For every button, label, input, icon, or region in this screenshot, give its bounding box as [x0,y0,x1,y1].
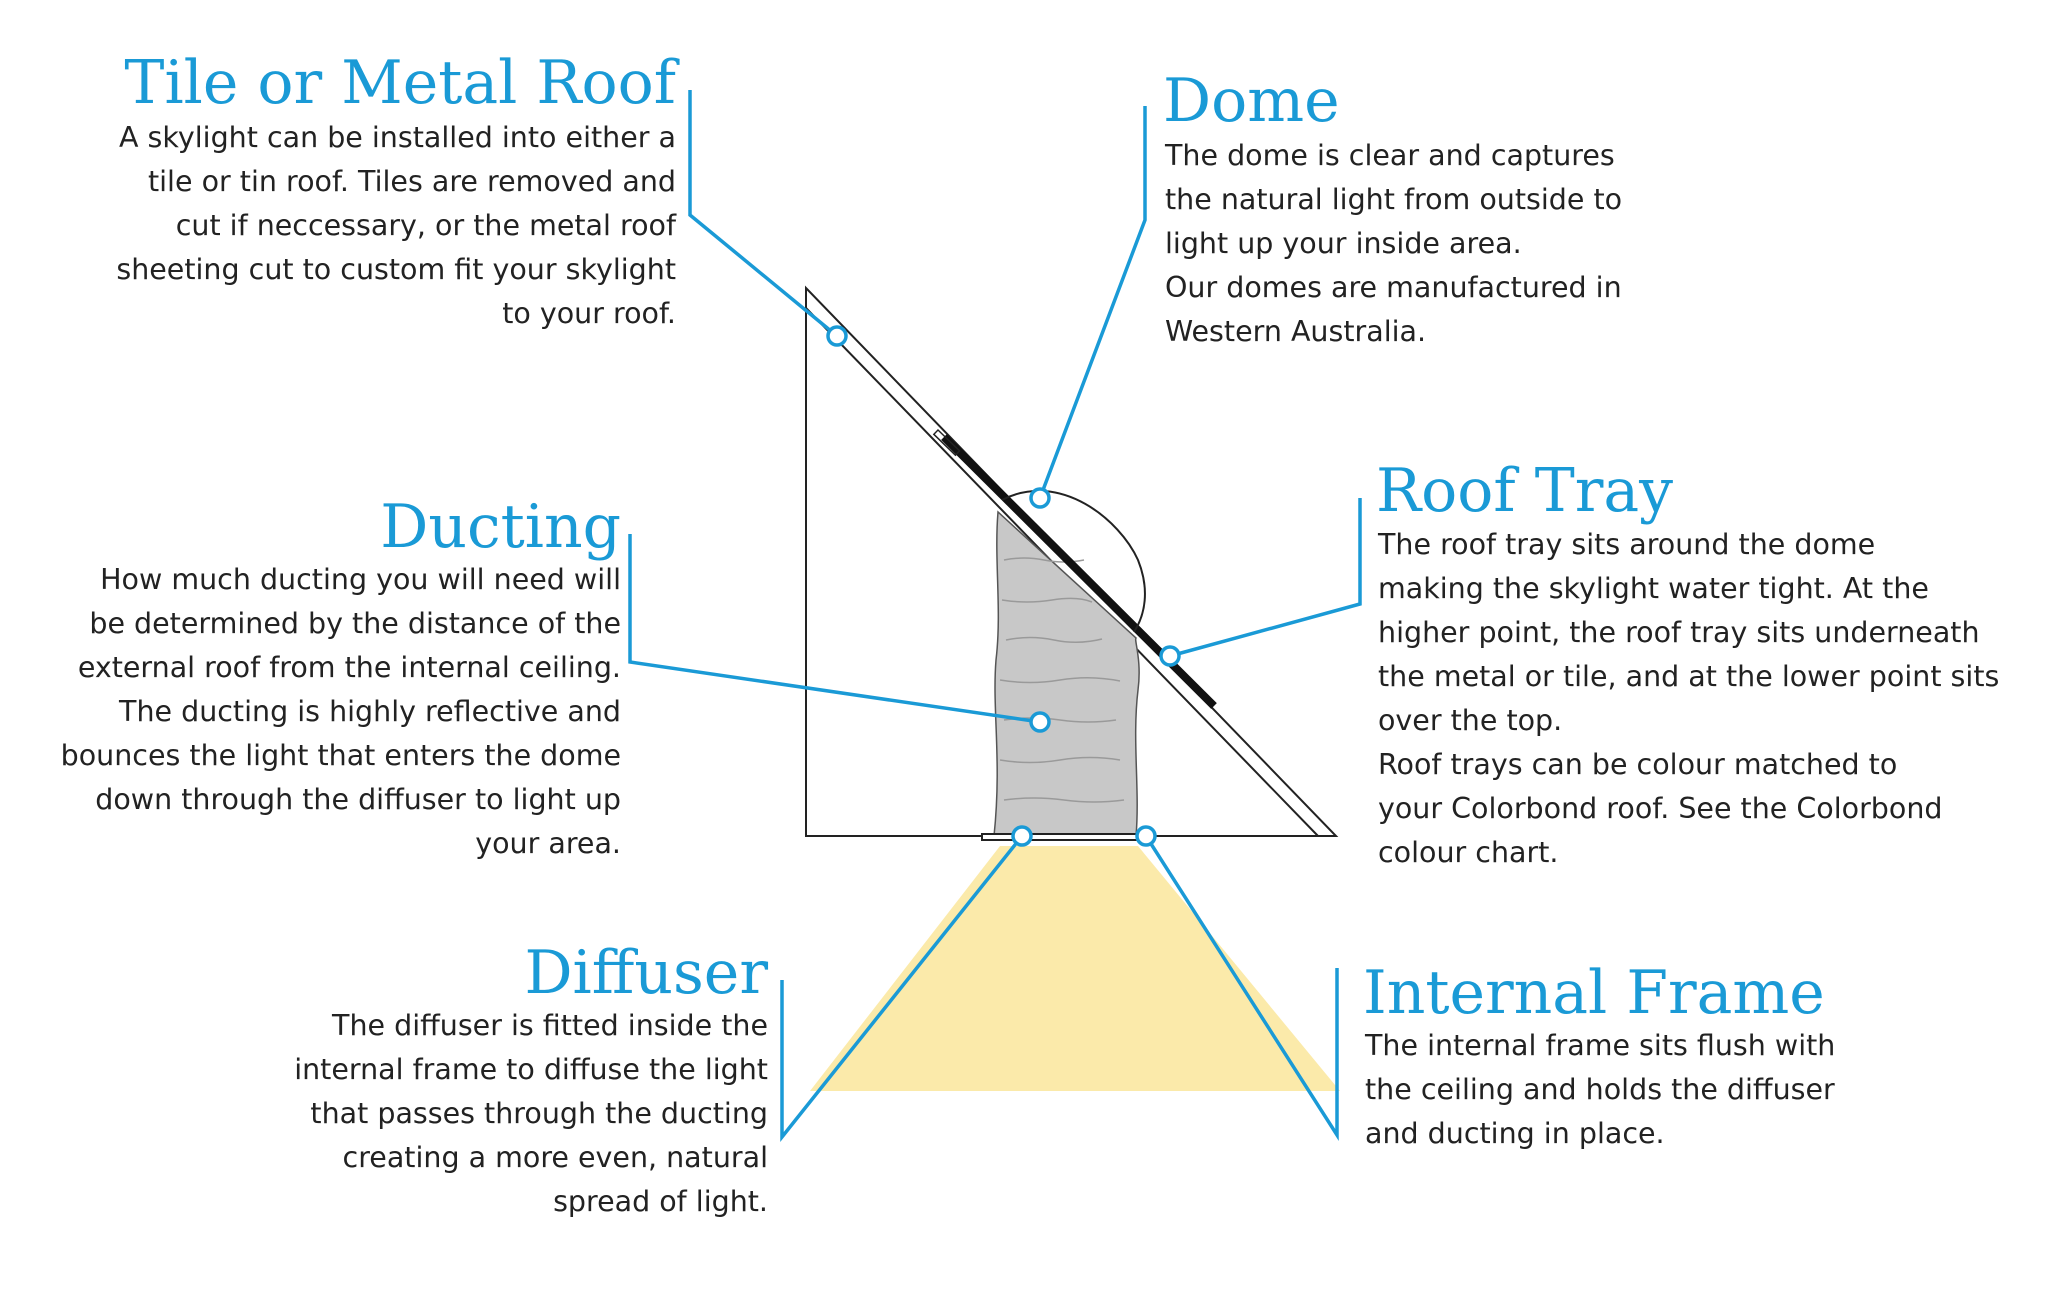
ducting-description: How much ducting you will need will be d… [61,558,621,866]
dome-line: The dome is clear and captures [1165,139,1615,172]
ducting-line: external roof from the internal ceiling. [77,651,621,684]
ducting-line: down through the diffuser to light up [95,783,621,816]
leader-line-diffuser [780,834,1024,1143]
internal-frame-line: the ceiling and holds the diffuser [1365,1073,1835,1106]
ducting-line: be determined by the distance of the [89,607,621,640]
marker-tile-roof [826,325,848,347]
marker-ducting [1029,711,1051,733]
dome-line: light up your inside area. [1165,227,1522,260]
tile-roof-line: to your roof. [502,297,676,330]
tile-roof-line: sheeting cut to custom fit your skylight [116,253,676,286]
diffuser-line: creating a more even, natural [342,1141,768,1174]
tile-roof-line: A skylight can be installed into either … [118,121,676,154]
diffuser-line: The diffuser is fitted inside the [332,1009,768,1042]
ducting-line: The ducting is highly reflective and [119,695,621,728]
leader-line-internal-frame [1144,835,1339,1141]
ducting-line: How much ducting you will need will [100,563,621,596]
diffuser-title: Diffuser [524,938,768,1008]
dome-line: Western Australia. [1165,315,1427,348]
roof-tray-title: Roof Tray [1376,456,1674,526]
marker-roof-tray [1159,645,1181,667]
ducting-tube [993,510,1140,837]
marker-dome [1029,487,1051,509]
roof-tray-line: the metal or tile, and at the lower poin… [1378,660,2000,693]
diffuser-line: that passes through the ducting [310,1097,768,1130]
internal-frame-description: The internal frame sits flush with the c… [1365,1024,1835,1156]
light-beam [810,846,1340,1091]
marker-internal-frame [1135,825,1157,847]
dome-line: Our domes are manufactured in [1165,271,1622,304]
leader-line-ducting [628,534,1041,724]
leader-line-roof-tray [1169,498,1362,658]
tile-roof-line: tile or tin roof. Tiles are removed and [147,165,676,198]
internal-frame-title: Internal Frame [1363,958,1825,1028]
dome-title: Dome [1163,66,1340,136]
tile-roof-description: A skylight can be installed into either … [116,116,676,336]
roof-tray-line: your Colorbond roof. See the Colorbond [1378,792,1943,825]
roof-tray-line: The roof tray sits around the dome [1378,528,1876,561]
roof-tray-line: colour chart. [1378,836,1559,869]
roof-tray-line: over the top. [1378,704,1563,737]
internal-frame-plate [981,833,1153,841]
diffuser-line: internal frame to diffuse the light [294,1053,768,1086]
roof-tray-line: making the skylight water tight. At the [1378,572,1929,605]
leader-line-dome [1038,106,1147,499]
ducting-title: Ducting [380,492,621,562]
dome-line: the natural light from outside to [1165,183,1623,216]
dome-description: The dome is clear and captures the natur… [1165,134,1622,354]
internal-frame-line: The internal frame sits flush with [1365,1029,1836,1062]
leader-line-tile-roof [688,90,839,338]
roof-tray-description: The roof tray sits around the dome makin… [1378,523,1999,875]
roof-tray-upper-flap [932,428,961,457]
diffuser-line: spread of light. [553,1185,768,1218]
diffuser-description: The diffuser is fitted inside the intern… [294,1004,768,1224]
roof-tray-line: Roof trays can be colour matched to [1378,748,1898,781]
ducting-line: your area. [475,827,621,860]
tile-roof-line: cut if neccessary, or the metal roof [175,209,676,242]
roof-tray-line: higher point, the roof tray sits underne… [1378,616,1980,649]
ducting-line: bounces the light that enters the dome [60,739,621,772]
marker-diffuser [1011,825,1033,847]
internal-frame-line: and ducting in place. [1365,1117,1665,1150]
tile-roof-title: Tile or Metal Roof [124,48,676,118]
